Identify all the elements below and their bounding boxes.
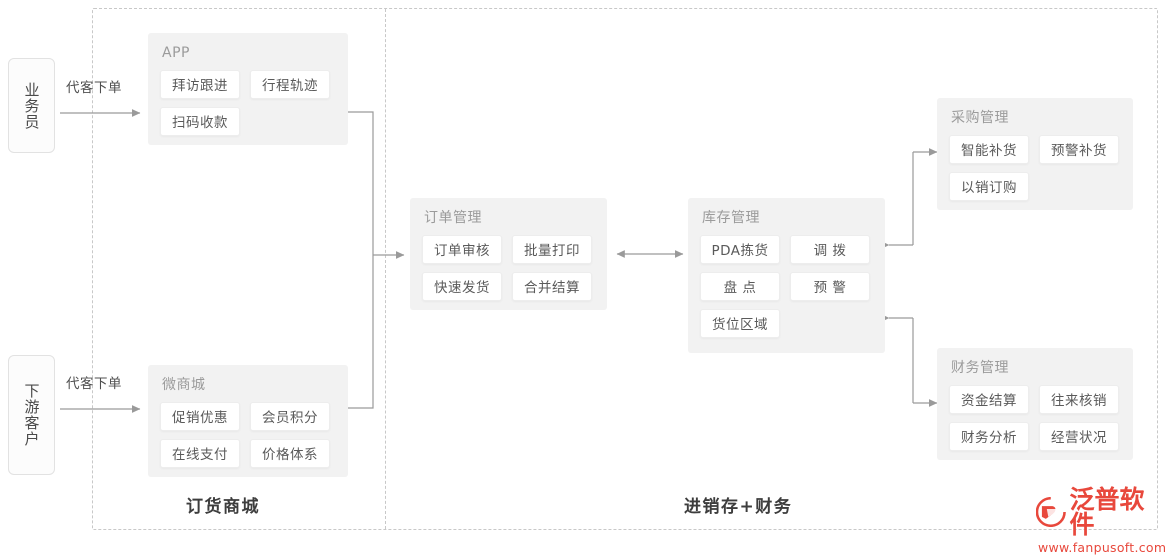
chip-transfer[interactable]: 调 拨 (790, 234, 870, 264)
chip-business-status[interactable]: 经营状况 (1039, 421, 1119, 451)
region-divider (385, 9, 386, 529)
panel-order-management-chips: 订单审核 批量打印 快速发货 合并结算 (422, 234, 595, 301)
chip-pda-picking[interactable]: PDA拣货 (700, 234, 780, 264)
panel-inventory-management-title: 库存管理 (702, 210, 760, 226)
chip-receivable-writeoff[interactable]: 往来核销 (1039, 384, 1119, 414)
actor-downstream-customer-label: 下游客户 (22, 383, 41, 447)
chip-fund-settlement[interactable]: 资金结算 (949, 384, 1029, 414)
chip-financial-analysis[interactable]: 财务分析 (949, 421, 1029, 451)
actor-salesperson-label: 业务员 (22, 81, 41, 130)
chip-order-review[interactable]: 订单审核 (422, 234, 502, 264)
actor-salesperson[interactable]: 业务员 (8, 58, 55, 153)
region-label-ordering-mall: 订货商城 (186, 497, 260, 517)
panel-app-chips: 拜访跟进 行程轨迹 扫码收款 (160, 69, 336, 136)
panel-inventory-management-chips: PDA拣货 调 拨 盘 点 预 警 货位区域 (700, 234, 873, 338)
chip-app-visit-followup[interactable]: 拜访跟进 (160, 69, 240, 99)
region-label-erp-finance: 进销存+财务 (684, 497, 793, 517)
panel-purchase-management-chips: 智能补货 预警补货 以销订购 (949, 134, 1121, 201)
panel-purchase-management-title: 采购管理 (951, 110, 1009, 126)
panel-finance-management-title: 财务管理 (951, 360, 1009, 376)
chip-mall-online-payment[interactable]: 在线支付 (160, 438, 240, 468)
chip-batch-print[interactable]: 批量打印 (512, 234, 592, 264)
panel-finance-management: 财务管理 资金结算 往来核销 财务分析 经营状况 (937, 348, 1133, 460)
panel-micro-mall-title: 微商城 (162, 377, 206, 393)
chip-sales-based-ordering[interactable]: 以销订购 (949, 171, 1029, 201)
chip-fast-shipping[interactable]: 快速发货 (422, 271, 502, 301)
chip-mall-promotion[interactable]: 促销优惠 (160, 401, 240, 431)
fanpusoft-logo-icon (1036, 497, 1066, 527)
panel-micro-mall-chips: 促销优惠 会员积分 在线支付 价格体系 (160, 401, 336, 468)
chip-stocktaking[interactable]: 盘 点 (700, 271, 780, 301)
chip-mall-member-points[interactable]: 会员积分 (250, 401, 330, 431)
chip-app-travel-track[interactable]: 行程轨迹 (250, 69, 330, 99)
panel-micro-mall: 微商城 促销优惠 会员积分 在线支付 价格体系 (148, 365, 348, 477)
chip-alert[interactable]: 预 警 (790, 271, 870, 301)
watermark-brand: 泛普软件 (1069, 485, 1145, 539)
panel-app-title: APP (162, 45, 190, 61)
chip-smart-replenishment[interactable]: 智能补货 (949, 134, 1029, 164)
chip-storage-location[interactable]: 货位区域 (700, 308, 780, 338)
panel-purchase-management: 采购管理 智能补货 预警补货 以销订购 (937, 98, 1133, 210)
panel-order-management-title: 订单管理 (424, 210, 482, 226)
panel-order-management: 订单管理 订单审核 批量打印 快速发货 合并结算 (410, 198, 607, 310)
panel-finance-management-chips: 资金结算 往来核销 财务分析 经营状况 (949, 384, 1121, 451)
chip-mall-price-system[interactable]: 价格体系 (250, 438, 330, 468)
edge-label-proxy-order-top: 代客下单 (66, 80, 122, 96)
chip-merge-settlement[interactable]: 合并结算 (512, 271, 592, 301)
actor-downstream-customer[interactable]: 下游客户 (8, 355, 55, 475)
chip-app-scan-payment[interactable]: 扫码收款 (160, 106, 240, 136)
panel-inventory-management: 库存管理 PDA拣货 调 拨 盘 点 预 警 货位区域 (688, 198, 885, 353)
edge-label-proxy-order-bottom: 代客下单 (66, 376, 122, 392)
watermark-url: www.fanpusoft.com (1038, 540, 1167, 555)
chip-alert-replenishment[interactable]: 预警补货 (1039, 134, 1119, 164)
panel-app: APP 拜访跟进 行程轨迹 扫码收款 (148, 33, 348, 145)
region-outer-boundary (92, 8, 1158, 530)
